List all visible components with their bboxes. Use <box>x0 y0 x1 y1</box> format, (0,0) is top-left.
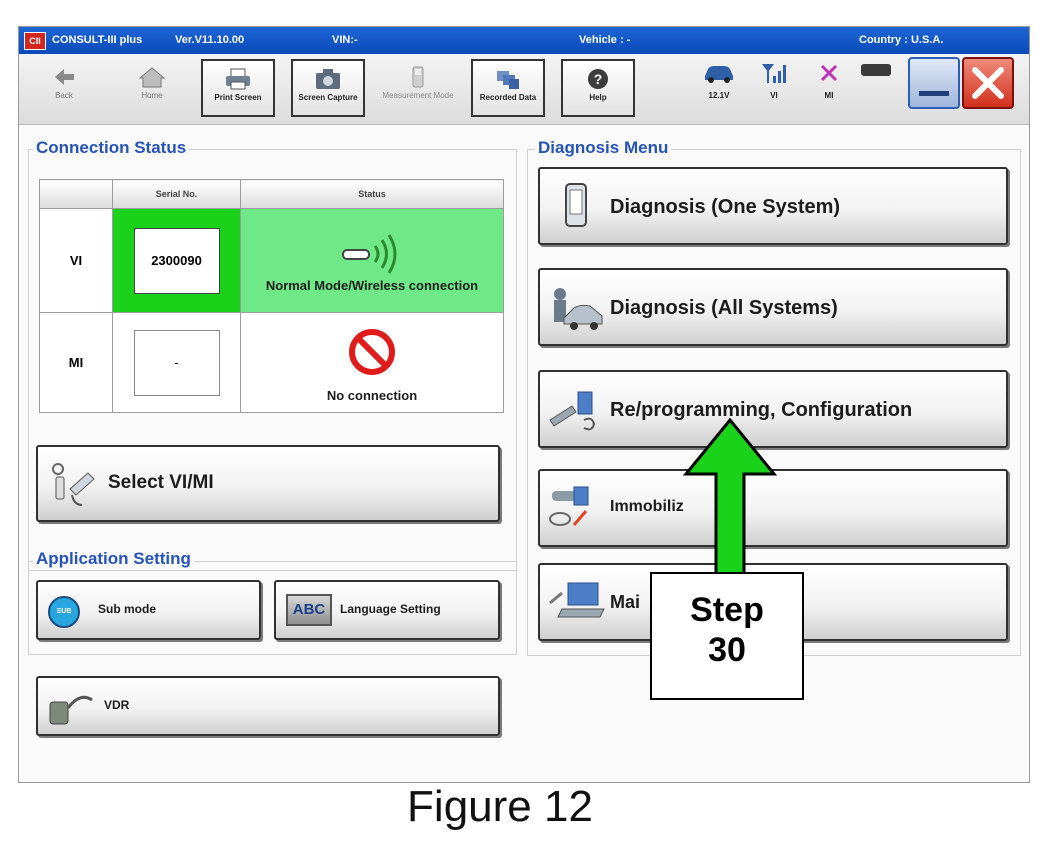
table-row: VI 2300090 Normal Mode/Wireless connecti… <box>39 208 504 313</box>
back-button[interactable]: Back <box>27 59 101 117</box>
language-setting-button[interactable]: ABC Language Setting <box>274 580 500 640</box>
measurement-mode-button[interactable]: Measurement Mode <box>381 59 455 117</box>
battery-icon <box>861 64 891 76</box>
recorded-data-button[interactable]: Recorded Data <box>471 59 545 117</box>
serial-number-vi: 2300090 <box>133 227 220 294</box>
vin-label: VIN:- <box>332 34 358 46</box>
device-vi: VI <box>39 208 113 313</box>
application-setting-title: Application Setting <box>33 549 194 569</box>
application-setting-panel <box>28 561 517 655</box>
diagnosis-one-system-label: Diagnosis (One System) <box>610 196 841 218</box>
back-arrow-icon <box>55 69 74 85</box>
immobilizer-button[interactable]: Immobiliz <box>538 469 1008 547</box>
close-icon <box>972 67 1004 99</box>
status-text-vi: Normal Mode/Wireless connection <box>265 278 479 293</box>
status-cell-mi: No connection <box>240 312 504 413</box>
step-callout-arrow <box>682 417 778 576</box>
diagnosis-menu-title: Diagnosis Menu <box>535 138 672 158</box>
reprogramming-configuration-label: Re/programming, Configuration <box>610 399 913 421</box>
svg-text:?: ? <box>594 71 603 87</box>
app-name: CONSULT-III plus <box>52 34 143 46</box>
reprogramming-icon <box>549 391 596 431</box>
connection-status-title: Connection Status <box>33 138 190 158</box>
language-setting-label: Language Setting <box>340 602 441 616</box>
camera-icon <box>316 69 340 89</box>
app-logo-icon: CII <box>24 32 46 50</box>
maintenance-label: Mai <box>610 592 641 612</box>
signal-icon <box>762 64 786 83</box>
serial-cell-vi: 2300090 <box>112 208 241 313</box>
measurement-icon <box>412 66 424 88</box>
battery-indicator <box>857 62 897 83</box>
connection-status-table: Serial No. Status VI 2300090 Normal Mode… <box>39 179 504 413</box>
step-callout-box: Step 30 <box>650 572 804 700</box>
disconnected-x-icon <box>820 64 838 82</box>
wireless-icon <box>342 234 397 274</box>
vdr-label: VDR <box>104 698 130 712</box>
reprogramming-configuration-button[interactable]: Re/programming, Configuration <box>538 370 1008 448</box>
vehicle-label: Vehicle : - <box>579 34 631 46</box>
minimize-button[interactable] <box>908 57 960 109</box>
table-header-row: Serial No. Status <box>39 179 504 209</box>
diagnosis-all-systems-button[interactable]: Diagnosis (All Systems) <box>538 268 1008 346</box>
immobilizer-label: Immobiliz <box>610 498 684 515</box>
app-version: Ver.V11.10.00 <box>175 34 245 46</box>
mi-status: MI <box>809 62 849 100</box>
serial-number-mi: - <box>133 329 220 396</box>
help-icon: ? <box>588 69 608 89</box>
minimize-icon <box>919 91 949 96</box>
select-vi-mi-label: Select VI/MI <box>108 472 214 493</box>
country-label: Country : U.S.A. <box>859 34 944 46</box>
diagnosis-one-system-button[interactable]: Diagnosis (One System) <box>538 167 1008 245</box>
status-cell-vi: Normal Mode/Wireless connection <box>240 208 504 313</box>
title-bar: CII CONSULT-III plus Ver.V11.10.00 VIN:-… <box>19 27 1029 54</box>
connection-status-panel <box>28 149 517 571</box>
help-button[interactable]: ? Help <box>561 59 635 117</box>
serial-cell-mi: - <box>112 312 241 413</box>
immobilizer-key-icon <box>549 486 589 526</box>
diagnosis-all-systems-label: Diagnosis (All Systems) <box>610 297 838 319</box>
status-text-mi: No connection <box>326 388 418 403</box>
handheld-device-icon <box>565 183 587 227</box>
maintenance-laptop-icon <box>549 582 605 618</box>
serial-column-header: Serial No. <box>112 179 241 209</box>
car-icon <box>705 66 733 83</box>
step-label: Step <box>690 591 764 629</box>
screen-capture-button[interactable]: Screen Capture <box>291 59 365 117</box>
consult-window: CII CONSULT-III plus Ver.V11.10.00 VIN:-… <box>18 26 1030 783</box>
technician-car-icon <box>554 288 603 330</box>
select-vi-mi-button[interactable]: Select VI/MI <box>36 445 500 522</box>
step-number: 30 <box>708 631 746 669</box>
vdr-button[interactable]: VDR <box>36 676 500 736</box>
sub-mode-button[interactable]: SUB Sub mode <box>36 580 261 640</box>
figure-caption: Figure 12 <box>407 782 593 831</box>
vdr-icon <box>49 695 93 725</box>
home-button[interactable]: Home <box>115 59 189 117</box>
close-button[interactable] <box>962 57 1014 109</box>
printer-icon <box>226 68 250 90</box>
no-connection-icon <box>349 329 395 375</box>
vi-status: VI <box>754 62 794 100</box>
table-row: MI - No connection <box>39 312 504 413</box>
language-abc-icon: ABC <box>286 594 332 626</box>
select-device-icon <box>52 463 95 506</box>
sub-mode-label: Sub mode <box>98 602 157 616</box>
print-screen-button[interactable]: Print Screen <box>201 59 275 117</box>
device-column-header <box>39 179 113 209</box>
home-icon <box>138 67 166 88</box>
sub-mode-icon: SUB <box>48 596 80 628</box>
toolbar: Back Home Print Screen Screen Capture Me… <box>19 54 1029 125</box>
device-mi: MI <box>39 312 113 413</box>
recorded-data-icon <box>497 71 519 89</box>
status-column-header: Status <box>240 179 504 209</box>
battery-status: 12.1V <box>699 62 739 100</box>
